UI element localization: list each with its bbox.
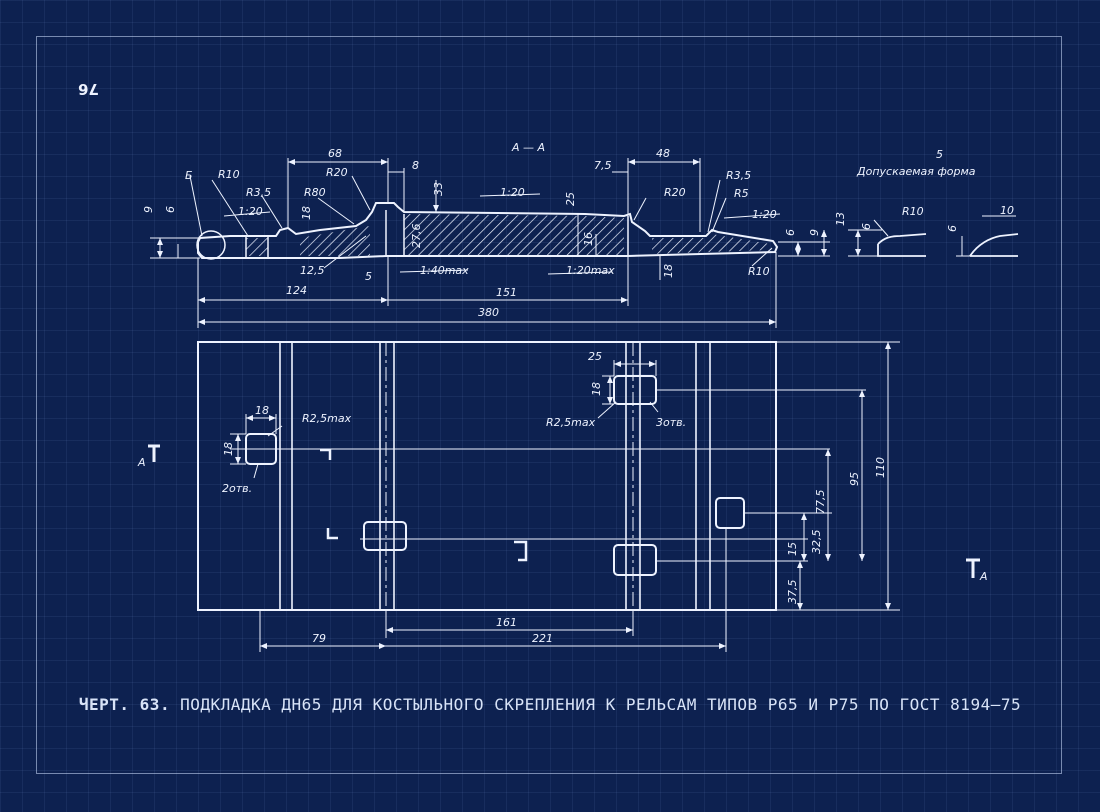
hatch-leftmost [246, 238, 268, 256]
label-r5: R5 [734, 187, 749, 200]
label-r20-right: R20 [664, 186, 686, 199]
label-221: 221 [532, 632, 553, 645]
label-r3-5-right: R3,5 [726, 169, 751, 182]
label-68: 68 [328, 147, 342, 160]
drawing-frame [36, 36, 1062, 774]
label-slope-mid: 1:20 [500, 186, 525, 199]
label-15: 15 [786, 542, 799, 556]
label-6-left: 6 [164, 206, 177, 213]
label-18-right-plan: 18 [590, 382, 603, 396]
section-profile [197, 202, 779, 259]
label-7-5: 7,5 [594, 159, 612, 172]
allowed-form-label: Допускаемая форма [856, 165, 976, 178]
label-95: 95 [848, 472, 861, 486]
label-124: 124 [286, 284, 307, 297]
label-holes-left: 2отв. [222, 482, 252, 495]
label-r80: R80 [304, 186, 326, 199]
hatch-right [652, 234, 772, 254]
label-6-detail-a: 6 [860, 223, 873, 230]
plan-view [148, 341, 980, 652]
label-151: 151 [496, 286, 517, 299]
hole-center-left [363, 521, 407, 551]
label-10-detail: 10 [1000, 204, 1014, 217]
hatch-middle [404, 214, 624, 256]
plan-outline [197, 341, 777, 611]
cut-marker-left [148, 444, 160, 462]
label-holes-right: 3отв. [656, 416, 686, 429]
detail-label: Б [185, 169, 193, 182]
label-48: 48 [656, 147, 670, 160]
label-slope-1-40max: 1:40max [420, 264, 469, 277]
label-27-6: 27,6 [410, 224, 423, 249]
label-6-right: 6 [784, 229, 797, 236]
label-cut-right: А [979, 570, 988, 583]
section-title: А — А [511, 141, 545, 154]
label-37-5: 37,5 [786, 580, 799, 605]
label-25-plan: 25 [588, 350, 602, 363]
figure-caption: ЧЕРТ. 63. ПОДКЛАДКА ДН65 ДЛЯ КОСТЫЛЬНОГО … [60, 692, 1040, 718]
label-8: 8 [412, 159, 419, 172]
label-32-5: 32,5 [810, 530, 823, 555]
label-slope-1-20max: 1:20max [566, 264, 615, 277]
label-13: 13 [834, 212, 847, 226]
label-9-right: 9 [808, 229, 821, 236]
label-slope-right: 1:20 [752, 208, 777, 221]
label-16: 16 [582, 232, 595, 246]
label-5: 5 [365, 270, 372, 283]
label-77-5: 77,5 [814, 490, 827, 515]
section-view [150, 158, 1019, 328]
section-labels: А — А 5 Допускаемая форма Б 68 8 7,5 48 … [142, 141, 1014, 319]
label-r10-left: R10 [218, 168, 240, 181]
label-33: 33 [432, 182, 445, 196]
label-r2-5max-left: R2,5max [302, 412, 352, 425]
allowed-form-right [969, 233, 1019, 257]
label-12-5: 12,5 [300, 264, 325, 277]
hole-top-right [613, 375, 657, 405]
label-6-detail-b: 6 [946, 225, 959, 232]
label-25: 25 [564, 192, 577, 206]
hatch-left [300, 226, 370, 256]
label-r2-5max-right: R2,5max [546, 416, 596, 429]
cut-marker-right [966, 558, 980, 578]
label-r10-detail: R10 [902, 205, 924, 218]
caption-text: ПОДКЛАДКА ДН65 ДЛЯ КОСТЫЛЬНОГО СКРЕПЛЕНИ… [180, 695, 1022, 714]
allowed-form-left [877, 233, 927, 257]
hole-far-right [715, 497, 745, 529]
detail-circle [196, 230, 226, 260]
caption-label: ЧЕРТ. 63. [78, 695, 171, 714]
label-r3-5-left: R3,5 [246, 186, 271, 199]
allowed-form-number: 5 [936, 148, 943, 161]
label-18-top: 18 [255, 404, 269, 417]
label-79: 79 [312, 632, 326, 645]
label-18-left: 18 [300, 206, 313, 220]
hole-bottom-right [613, 544, 657, 576]
label-cut-left: А [137, 456, 146, 469]
label-r20-left: R20 [326, 166, 348, 179]
label-18-side: 18 [222, 442, 235, 456]
label-9-left: 9 [142, 206, 155, 213]
label-161: 161 [496, 616, 517, 629]
label-380: 380 [478, 306, 499, 319]
plan-labels: 18 R2,5max 18 2отв. 25 18 R2,5max 3отв. … [137, 350, 988, 645]
label-slope-left: 1:20 [238, 205, 263, 218]
label-r10-right: R10 [748, 265, 770, 278]
label-18-right: 18 [662, 264, 675, 278]
label-110: 110 [874, 457, 887, 478]
